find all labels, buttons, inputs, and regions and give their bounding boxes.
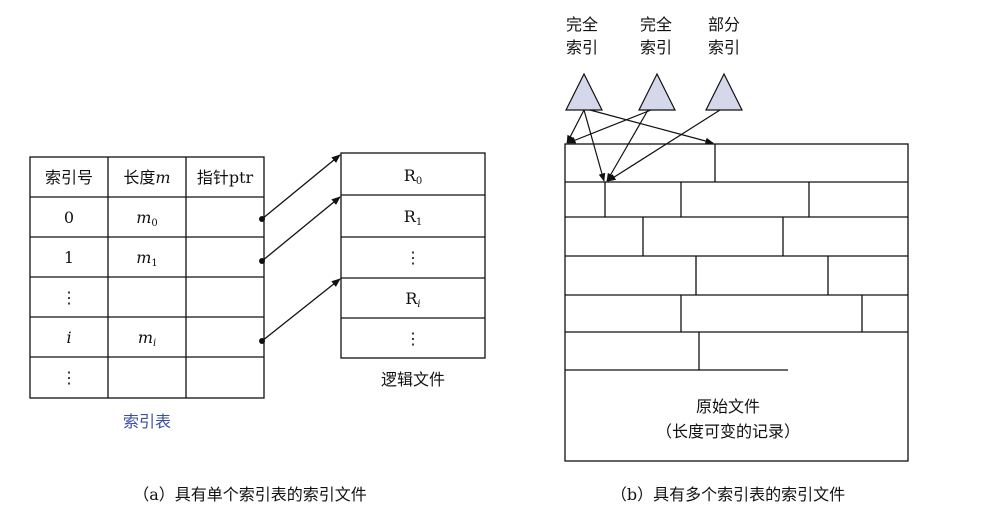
caption-b: （b）具有多个索引表的索引文件 bbox=[611, 485, 845, 504]
index-label-3-line1: 部分 bbox=[708, 15, 740, 34]
row-length-mi: mi bbox=[138, 328, 156, 349]
original-file bbox=[564, 143, 909, 462]
record-r1: R1 bbox=[404, 207, 422, 228]
row-index-ellipsis-2: ⋮ bbox=[61, 368, 77, 387]
record-ellipsis-2: ⋮ bbox=[405, 329, 421, 348]
index-table bbox=[29, 156, 265, 399]
row-length-m1: m1 bbox=[136, 248, 158, 269]
index-triangle-1 bbox=[565, 72, 603, 111]
row-length-m0: m0 bbox=[136, 208, 158, 229]
header-index: 索引号 bbox=[45, 168, 93, 187]
logical-file bbox=[340, 152, 486, 359]
record-r0: R0 bbox=[404, 166, 422, 187]
index-table-label: 索引表 bbox=[123, 412, 171, 431]
index-label-3-line2: 索引 bbox=[708, 38, 740, 57]
logical-file-label: 逻辑文件 bbox=[381, 370, 445, 389]
index-triangles bbox=[565, 72, 743, 111]
row-index-ellipsis-1: ⋮ bbox=[61, 288, 77, 307]
index-triangle-2 bbox=[638, 72, 676, 111]
index-triangle-3 bbox=[705, 72, 743, 111]
row-index-i: i bbox=[66, 328, 71, 347]
index-label-1-line1: 完全 bbox=[566, 15, 598, 34]
index-label-1-line2: 索引 bbox=[566, 38, 598, 57]
record-ri: Ri bbox=[405, 289, 420, 310]
row-index-0: 0 bbox=[64, 208, 74, 227]
header-length: 长度m bbox=[123, 168, 170, 187]
original-file-sublabel: （长度可变的记录） bbox=[656, 422, 800, 441]
index-label-2-line2: 索引 bbox=[640, 38, 672, 57]
row-index-1: 1 bbox=[64, 248, 74, 267]
original-file-label: 原始文件 bbox=[696, 397, 760, 416]
record-ellipsis-1: ⋮ bbox=[405, 248, 421, 267]
index-label-2-line1: 完全 bbox=[640, 15, 672, 34]
caption-a: （a）具有单个索引表的索引文件 bbox=[133, 485, 367, 504]
header-pointer: 指针ptr bbox=[197, 168, 254, 187]
pointer-arrows bbox=[261, 154, 341, 342]
index-arrows bbox=[566, 109, 721, 182]
